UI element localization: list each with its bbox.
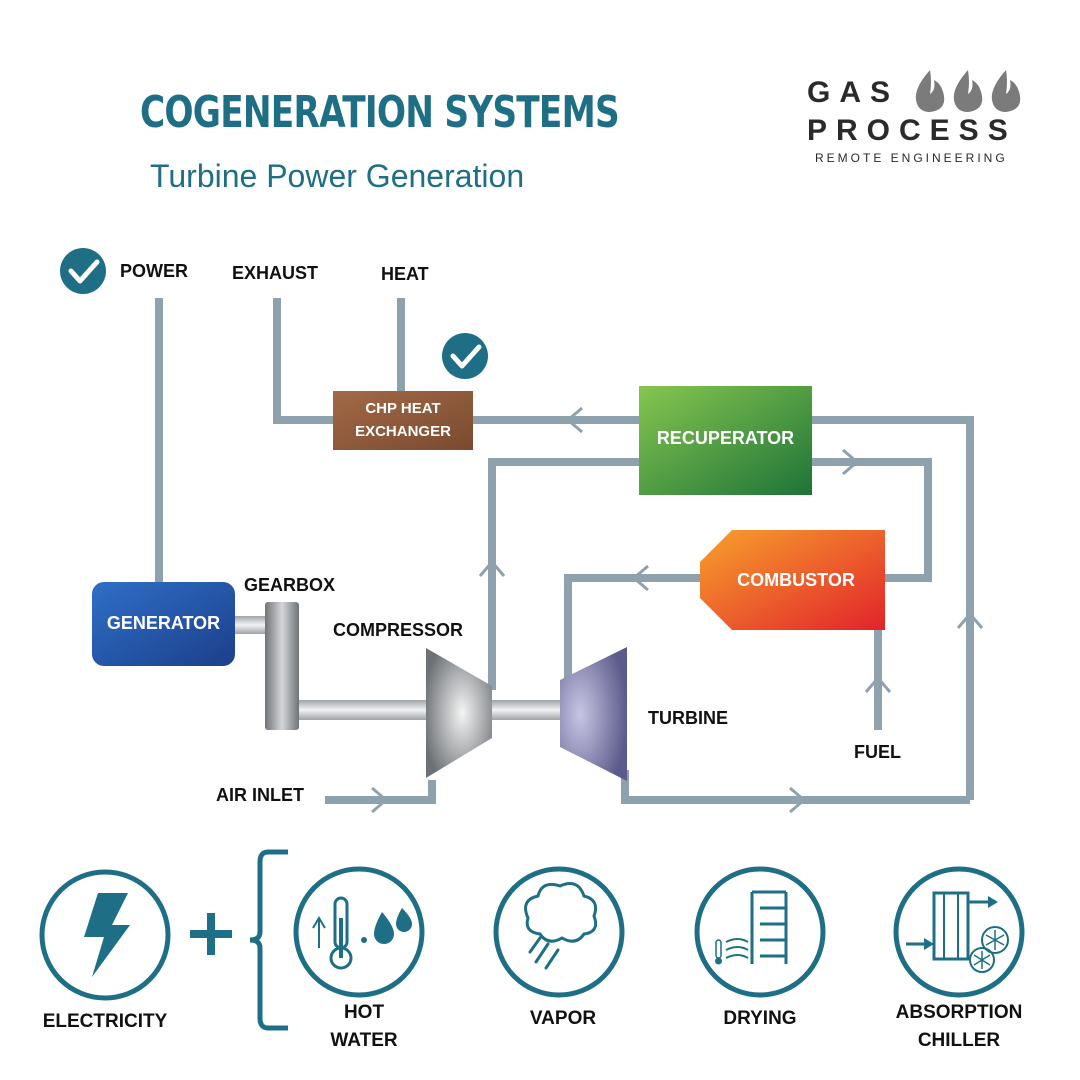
page-subtitle: Turbine Power Generation <box>150 158 525 194</box>
chp-label-line2: EXCHANGER <box>355 423 451 440</box>
fuel-label: FUEL <box>854 742 901 762</box>
heat-label: HEAT <box>381 264 429 284</box>
drying-label: DRYING <box>723 1008 797 1029</box>
generator-label: GENERATOR <box>106 613 221 633</box>
vapor-label: VAPOR <box>529 1008 597 1029</box>
exhaust-pipe <box>273 298 335 424</box>
combustor-box <box>700 530 885 630</box>
shaft <box>235 616 269 634</box>
arrow-right-recup <box>842 448 860 476</box>
arrow-up-fuel <box>864 675 892 693</box>
absorption-chiller-icon <box>893 866 1025 998</box>
flow-arrows <box>371 406 984 814</box>
arrow-left-combustor <box>631 564 649 592</box>
gearbox-label: GEARBOX <box>244 575 336 595</box>
arrow-up-outer <box>956 611 984 629</box>
air-inlet-pipe <box>325 780 436 804</box>
chp-label-line1: CHP HEAT <box>365 400 441 417</box>
recuperator-to-combustor-pipe <box>812 458 932 582</box>
logo-line-gas: GAS <box>807 76 900 109</box>
vapor-icon <box>493 866 625 998</box>
flame-icon <box>991 70 1021 112</box>
compressor-to-recuperator-pipe <box>488 458 640 690</box>
compressor <box>426 648 492 778</box>
absorption-chiller-label: ABSORPTION CHILLER <box>895 1002 1023 1051</box>
recuperator-label: RECUPERATOR <box>656 428 795 448</box>
pipes <box>155 298 974 804</box>
turbine-exhaust-pipe <box>621 770 970 804</box>
drying-icon <box>694 866 826 998</box>
exhaust-label: EXHAUST <box>232 263 319 283</box>
electricity-icon <box>39 869 171 1001</box>
brace <box>249 849 288 1031</box>
recuperator-box <box>639 386 812 495</box>
air-inlet-label: AIR INLET <box>216 785 304 805</box>
hot-water-icon <box>293 866 425 998</box>
logo-line-process: PROCESS <box>807 114 1017 147</box>
arrow-right-turbine-exhaust <box>789 786 807 814</box>
combustor-to-turbine-pipe <box>564 574 720 680</box>
combustor-label: COMBUSTOR <box>737 570 855 590</box>
turbine <box>560 647 627 781</box>
page-title: COGENERATION SYSTEMS <box>140 87 620 138</box>
hot-water-label: HOT WATER <box>330 1002 398 1051</box>
power-check-icon <box>60 248 106 294</box>
arrow-left-chp <box>565 406 583 434</box>
gearbox <box>265 602 299 730</box>
heat-check-icon <box>442 333 488 379</box>
flame-icon <box>953 70 983 112</box>
flame-icon <box>915 70 945 112</box>
generator-box <box>92 582 235 666</box>
turbine-label: TURBINE <box>648 708 728 728</box>
arrow-up-compressor <box>478 559 506 577</box>
arrow-right-air <box>371 786 389 814</box>
plus-icon <box>190 913 232 955</box>
power-label: POWER <box>120 261 189 281</box>
logo-line-remote: REMOTE ENGINEERING <box>815 151 1008 165</box>
chp-heat-exchanger-box <box>333 391 473 450</box>
flame-icons <box>915 70 1021 112</box>
electricity-label: ELECTRICITY <box>42 1011 168 1032</box>
compressor-label: COMPRESSOR <box>333 620 464 640</box>
recuperator-outer-pipe <box>812 416 974 800</box>
